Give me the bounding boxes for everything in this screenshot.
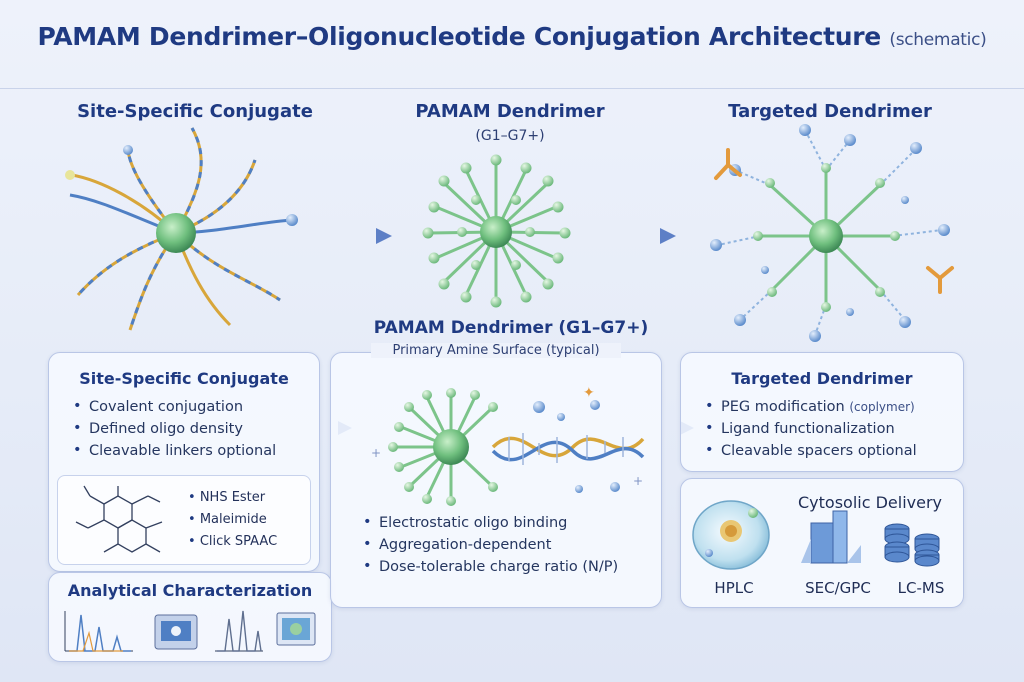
targeted-bullet-text: Cleavable spacers optional <box>721 443 917 459</box>
instrument-icon <box>154 614 198 650</box>
targeted-bullet-text: Ligand functionalization <box>721 421 895 437</box>
delivery-icons <box>692 500 940 570</box>
chem-item: • Maleimide <box>188 512 267 527</box>
targeted-bullet-note: (coplymer) <box>849 400 915 414</box>
title-subtitle: (schematic) <box>889 30 987 50</box>
svg-text:+: + <box>633 474 643 488</box>
surface-label: Primary Amine Surface (typical) <box>371 343 621 358</box>
database-icon <box>884 523 940 567</box>
analytical-icons <box>64 610 316 652</box>
method-hplc: HPLC <box>714 579 754 597</box>
targeted-bullet: Ligand functionalization <box>703 420 953 437</box>
targeted-dendrimer-illustration <box>710 124 954 342</box>
center-panel-title: PAMAM Dendrimer (G1–G7+) <box>373 318 649 338</box>
site-specific-panel: Site-Specific Conjugate Covalent conjuga… <box>48 352 320 572</box>
chem-item-label: Maleimide <box>199 512 267 527</box>
delivery-panel: Cytosolic Delivery HPLC SEC/GPC LC-MS <box>680 478 964 608</box>
top-center-heading: PAMAM Dendrimer <box>415 101 605 122</box>
column-icon <box>801 510 861 564</box>
spectrum-icon <box>215 610 263 652</box>
delivery-title: Cytosolic Delivery <box>797 493 942 512</box>
chem-item-label: NHS Ester <box>199 490 266 505</box>
targeted-panel-title: Targeted Dendrimer <box>731 369 913 388</box>
molecule-structure-icon <box>75 485 163 553</box>
cell-icon <box>692 500 770 570</box>
svg-text:✦: ✦ <box>583 385 595 401</box>
top-left-heading: Site-Specific Conjugate <box>77 101 313 122</box>
targeted-bullets: PEG modification (coplymer) Ligand funct… <box>703 398 953 465</box>
analytical-panel: Analytical Characterization <box>48 572 332 662</box>
pamam-panel: Primary Amine Surface (typical) <box>330 343 662 608</box>
targeted-bullet: Cleavable spacers optional <box>703 442 953 459</box>
binding-illustration: ✦ + + <box>371 385 645 506</box>
chem-item: • Click SPAAC <box>188 534 278 549</box>
chemistry-list: • NHS Ester • Maleimide • Click SPAAC <box>188 490 308 549</box>
site-specific-bullet: Defined oligo density <box>71 420 311 437</box>
title-main: PAMAM Dendrimer–Oligonucleotide Conjugat… <box>37 22 882 51</box>
header-divider <box>0 88 1024 89</box>
site-specific-conjugate-illustration <box>65 127 298 331</box>
chromatogram-icon <box>64 611 133 652</box>
chem-item: • NHS Ester <box>188 490 266 505</box>
pamam-bullet: Aggregation-dependent <box>361 536 651 553</box>
targeted-bullet: PEG modification (coplymer) <box>703 398 953 415</box>
targeted-panel: Targeted Dendrimer PEG modification (cop… <box>680 352 964 472</box>
chem-item-label: Click SPAAC <box>199 534 278 549</box>
method-lc-ms: LC-MS <box>897 579 945 597</box>
site-specific-bullet: Covalent conjugation <box>71 398 311 415</box>
site-specific-bullet: Cleavable linkers optional <box>71 442 311 459</box>
method-sec-gpc: SEC/GPC <box>805 579 871 597</box>
pamam-bullet: Electrostatic oligo binding <box>361 514 651 531</box>
site-specific-bullets: Covalent conjugation Defined oligo densi… <box>71 398 311 465</box>
monitor-icon <box>276 612 316 646</box>
site-specific-panel-title: Site-Specific Conjugate <box>79 369 289 388</box>
chemistry-subpanel: • NHS Ester • Maleimide • Click SPAAC <box>57 475 311 565</box>
page-title: PAMAM Dendrimer–Oligonucleotide Conjugat… <box>0 22 1024 51</box>
top-right-heading: Targeted Dendrimer <box>728 101 932 122</box>
pamam-bullet: Dose-tolerable charge ratio (N/P) <box>361 558 651 575</box>
targeted-bullet-text: PEG modification <box>721 399 845 415</box>
pamam-bullets: Electrostatic oligo binding Aggregation-… <box>361 514 651 581</box>
top-center-subheading: (G1–G7+) <box>475 128 545 144</box>
svg-text:+: + <box>371 446 381 460</box>
analytical-panel-title: Analytical Characterization <box>67 581 313 600</box>
